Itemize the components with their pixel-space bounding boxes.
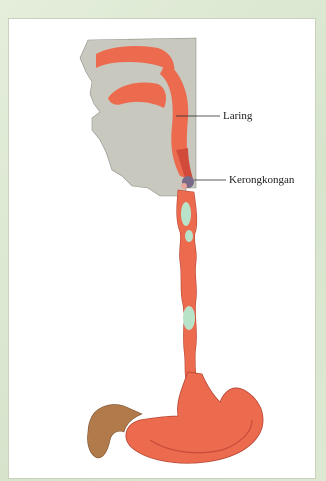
- bolus-1: [181, 202, 191, 226]
- bolus-3: [183, 306, 195, 330]
- stomach: [126, 372, 263, 463]
- larynx-knob-inner: [181, 183, 187, 189]
- pharynx-label: Kerongkongan: [229, 174, 294, 186]
- larynx-label: Laring: [223, 110, 252, 122]
- bolus-2: [185, 230, 193, 242]
